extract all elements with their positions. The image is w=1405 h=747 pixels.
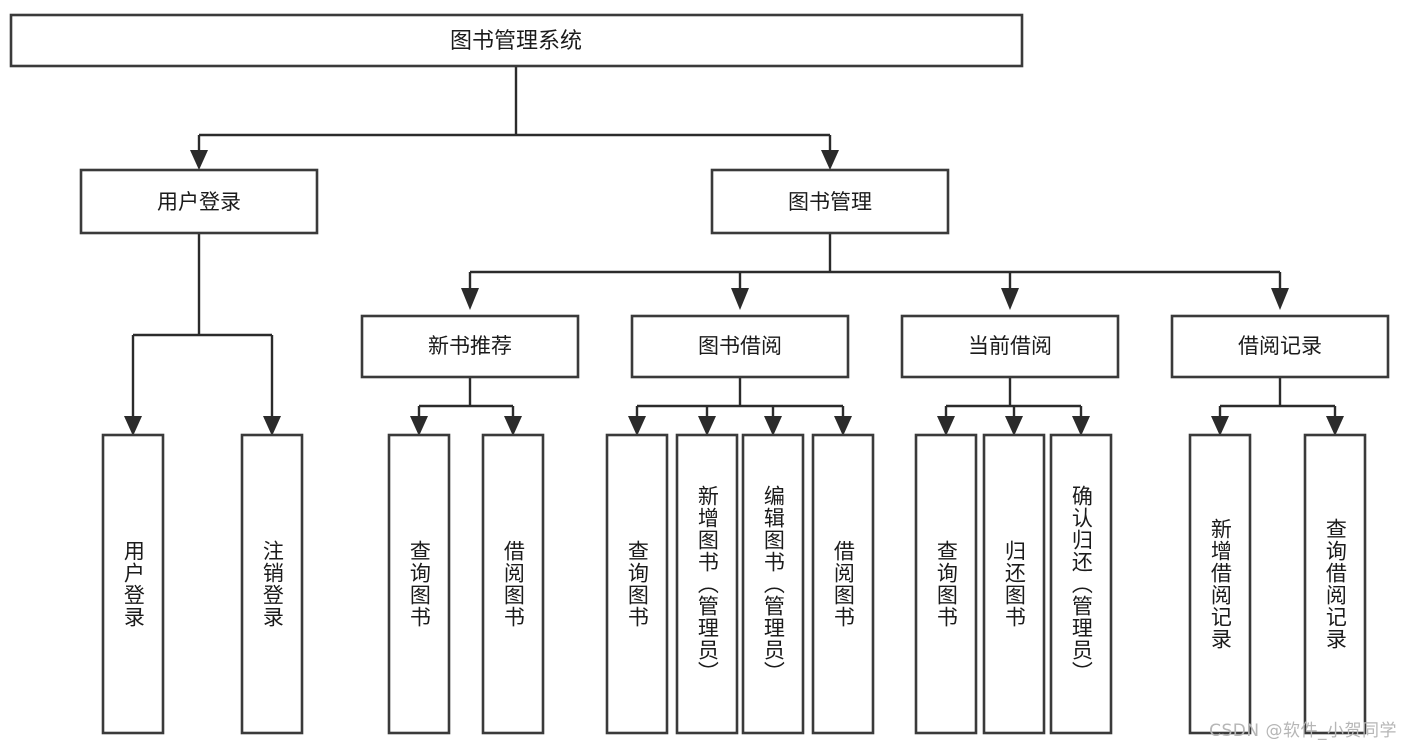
leaf-box-current-borrow-3[interactable]	[1049, 433, 1113, 735]
arrowhead-user-login-leaf-1	[124, 416, 142, 436]
node-new-book-rec-rect[interactable]	[360, 314, 580, 379]
leaf-box-book-borrow-4[interactable]	[811, 433, 875, 735]
arrowhead-new-book-rec-leaf-1	[410, 416, 428, 436]
arrowhead-new-book-rec	[461, 288, 479, 310]
leaf-boxes-user-login	[101, 433, 304, 735]
leaf-boxes-current-borrow	[914, 433, 1113, 735]
csdn-watermark: CSDN @软件_小贺同学	[1209, 721, 1397, 741]
arrowhead-current-borrow-leaf-2	[1005, 416, 1023, 436]
node-borrow-record[interactable]: 借阅记录	[1170, 314, 1390, 379]
node-borrow-record-label: 借阅记录	[1238, 334, 1322, 358]
connector-group-book-manage	[461, 233, 1289, 310]
node-new-book-rec-label: 新书推荐	[428, 334, 512, 358]
node-book-manage-rect[interactable]	[710, 168, 950, 235]
arrowhead-current-borrow-leaf-1	[937, 416, 955, 436]
connector-group-new-book-rec	[410, 377, 522, 436]
connector-group-user-login	[124, 233, 281, 436]
node-current-borrow-label: 当前借阅	[968, 334, 1052, 358]
node-user-login[interactable]: 用户登录	[79, 168, 319, 235]
node-current-borrow-rect[interactable]	[900, 314, 1120, 379]
node-current-borrow[interactable]: 当前借阅	[900, 314, 1120, 379]
node-root-rect[interactable]	[9, 13, 1024, 68]
arrowhead-borrow-record	[1271, 288, 1289, 310]
arrowhead-current-borrow-leaf-3	[1072, 416, 1090, 436]
leaf-box-borrow-record-2[interactable]	[1303, 433, 1367, 735]
arrowhead-new-book-rec-leaf-2	[504, 416, 522, 436]
leaf-box-new-book-rec-1[interactable]	[387, 433, 451, 735]
arrowhead-book-borrow-leaf-4	[834, 416, 852, 436]
leaf-boxes-new-book-rec	[387, 433, 545, 735]
arrowhead-book-borrow-leaf-2	[698, 416, 716, 436]
leaf-boxes-book-borrow	[605, 433, 875, 735]
arrowhead-user-login	[190, 150, 208, 170]
node-book-borrow-label: 图书借阅	[698, 334, 782, 358]
node-book-manage[interactable]: 图书管理	[710, 168, 950, 235]
node-book-manage-label: 图书管理	[788, 190, 872, 214]
arrowhead-current-borrow	[1001, 288, 1019, 310]
leaf-box-book-borrow-3[interactable]	[741, 433, 805, 735]
leaf-box-borrow-record-1[interactable]	[1188, 433, 1252, 735]
connector-group-borrow-record	[1211, 377, 1344, 436]
node-borrow-record-rect[interactable]	[1170, 314, 1390, 379]
leaf-box-new-book-rec-2[interactable]	[481, 433, 545, 735]
arrowhead-book-borrow-leaf-1	[628, 416, 646, 436]
node-root[interactable]: 图书管理系统	[9, 13, 1024, 68]
node-root-label: 图书管理系统	[450, 29, 582, 54]
leaf-box-book-borrow-2[interactable]	[675, 433, 739, 735]
leaf-box-current-borrow-2[interactable]	[982, 433, 1046, 735]
leaf-box-user-login-1[interactable]	[101, 433, 165, 735]
arrowhead-borrow-record-leaf-1	[1211, 416, 1229, 436]
connector-group-book-borrow	[628, 377, 852, 436]
node-new-book-rec[interactable]: 新书推荐	[360, 314, 580, 379]
node-user-login-rect[interactable]	[79, 168, 319, 235]
node-book-borrow[interactable]: 图书借阅	[630, 314, 850, 379]
connector-group-root	[190, 66, 839, 170]
node-user-login-label: 用户登录	[157, 190, 241, 214]
arrowhead-book-borrow-leaf-3	[764, 416, 782, 436]
arrowhead-user-login-leaf-2	[263, 416, 281, 436]
leaf-box-user-login-2[interactable]	[240, 433, 304, 735]
leaf-boxes-borrow-record	[1188, 433, 1367, 735]
arrowhead-book-borrow	[731, 288, 749, 310]
arrowhead-borrow-record-leaf-2	[1326, 416, 1344, 436]
arrowhead-book-manage	[821, 150, 839, 170]
node-book-borrow-rect[interactable]	[630, 314, 850, 379]
connector-group-current-borrow	[937, 377, 1090, 436]
leaf-box-current-borrow-1[interactable]	[914, 433, 978, 735]
leaf-box-book-borrow-1[interactable]	[605, 433, 669, 735]
